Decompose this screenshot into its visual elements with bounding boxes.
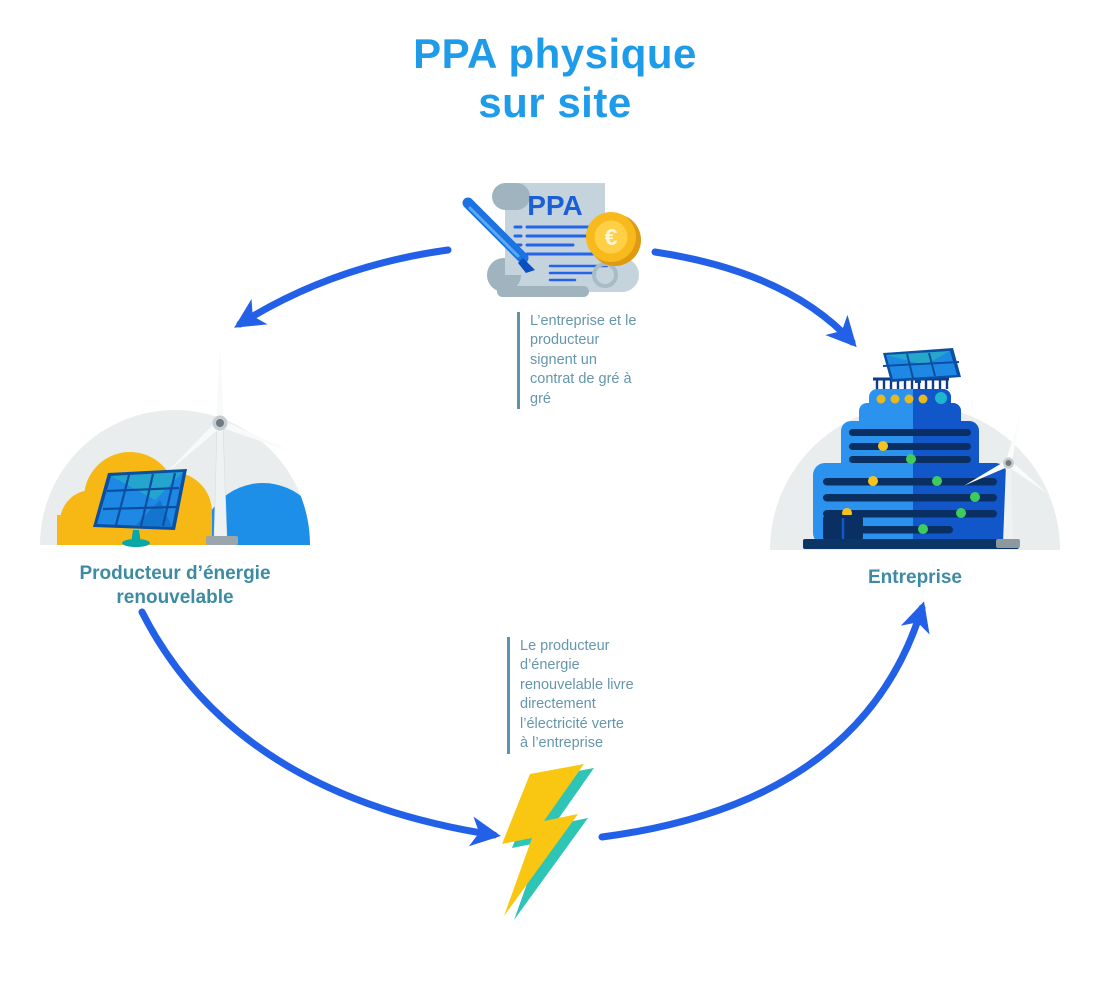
solar-panel-icon (93, 469, 187, 547)
renewable-producer-illustration (40, 345, 310, 547)
wind-turbine-icon (162, 345, 293, 545)
arrow-electricity-to-enterprise-icon (598, 601, 930, 841)
yellow-window-lights (842, 441, 888, 518)
arrow-producer-to-electricity-icon (138, 608, 501, 847)
lightning-bolt-icon (502, 764, 594, 920)
arrow-contract-to-enterprise-icon (651, 248, 857, 348)
page-title: PPA physique sur site (0, 30, 1110, 127)
contract-icon: PPA € (462, 183, 641, 297)
enterprise-illustration (770, 348, 1060, 550)
office-building-icon (803, 348, 1019, 549)
scroll-roll-top (492, 183, 530, 210)
building-base (803, 539, 1019, 549)
contract-title-text: PPA (527, 190, 583, 221)
producer-label: Producteur d’énergie renouvelable (79, 563, 271, 608)
enterprise-wind-turbine-icon (963, 414, 1048, 548)
contract-lines (513, 225, 597, 256)
green-window-lights (906, 454, 980, 534)
roof-solar-panel-icon (882, 348, 961, 383)
delivery-caption: Le producteur d’énergie renouvelable liv… (507, 637, 635, 754)
euro-coin-icon: € (586, 212, 641, 266)
scroll-curl (497, 286, 589, 297)
enterprise-label: Entreprise (868, 567, 962, 588)
arrow-contract-to-producer-icon (234, 246, 452, 328)
contract-caption: L’entreprise et le producteur signent un… (517, 312, 639, 410)
euro-symbol-text: € (605, 224, 618, 250)
lightning-body (502, 764, 584, 916)
page-title-line2: sur site (478, 78, 632, 126)
pen-icon (462, 197, 535, 273)
blue-hill-icon (201, 483, 310, 545)
page-title-line1: PPA physique (413, 30, 697, 77)
